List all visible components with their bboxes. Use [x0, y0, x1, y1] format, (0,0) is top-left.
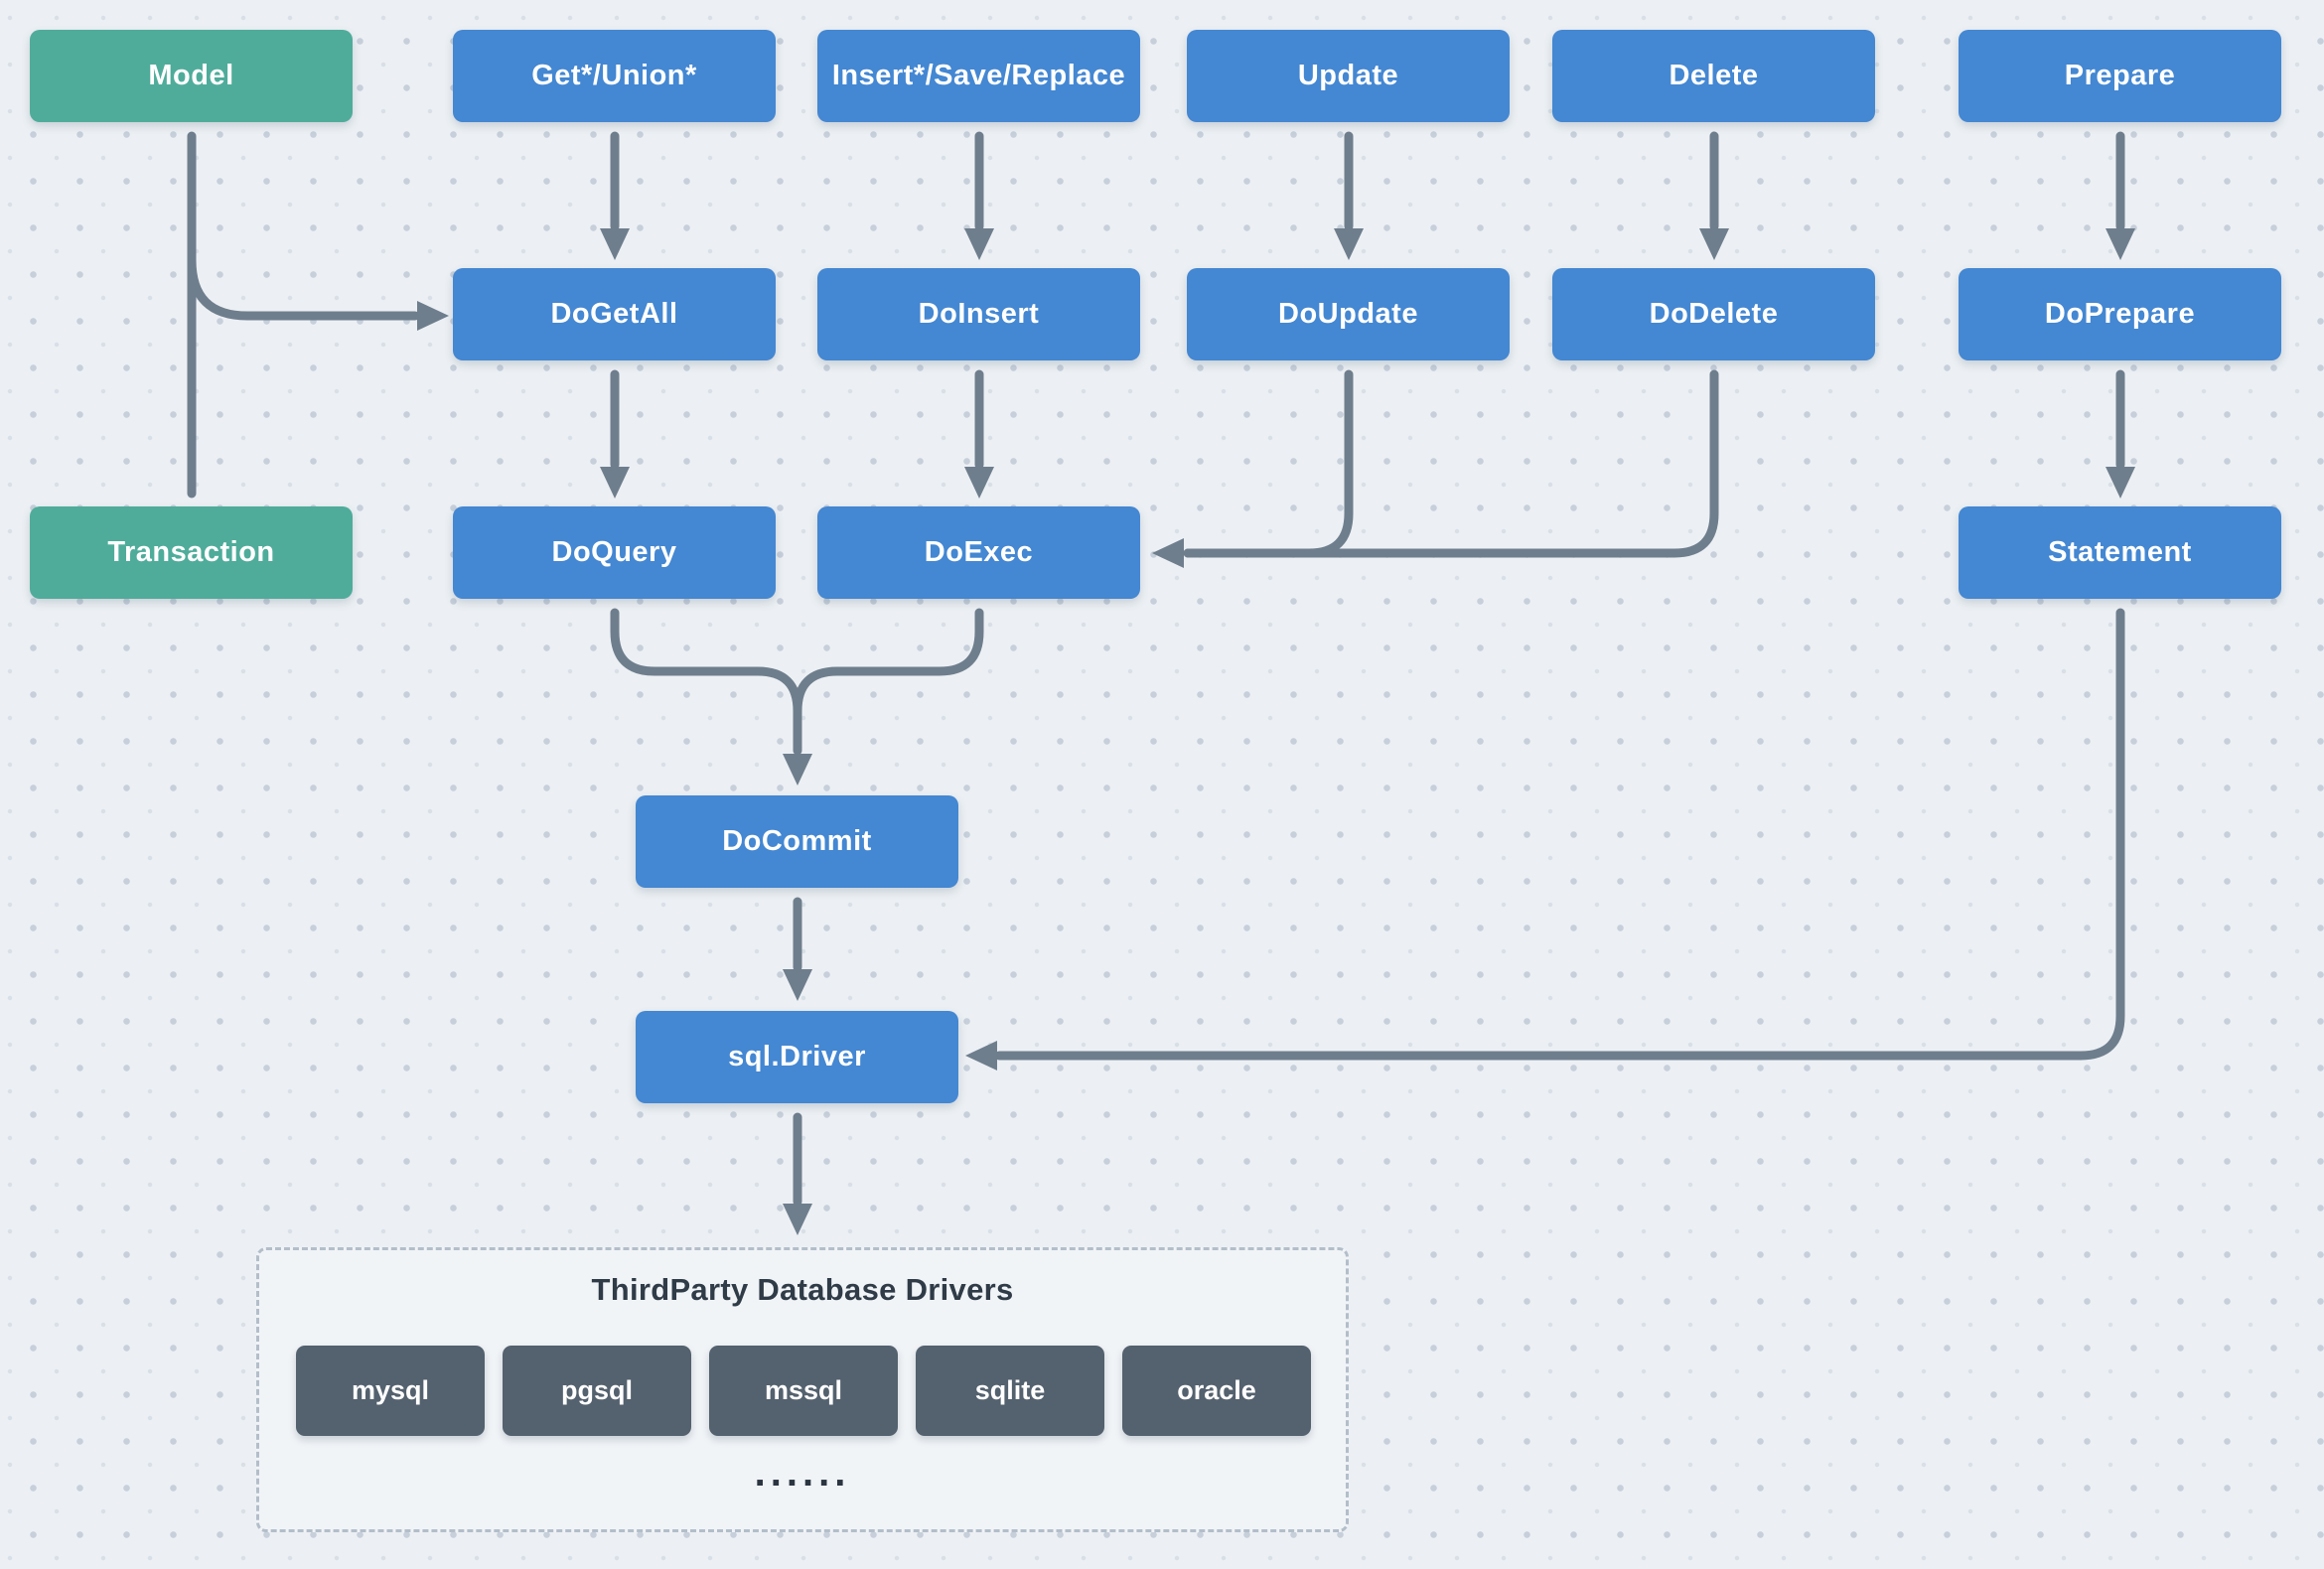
- drivers-row: mysql pgsql mssql sqlite oracle: [296, 1346, 1311, 1436]
- node-insert-save-replace: Insert*/Save/Replace: [817, 30, 1140, 122]
- node-sql-driver: sql.Driver: [636, 1011, 958, 1103]
- edge-getunion-dogetall: [600, 131, 630, 260]
- node-prepare: Prepare: [1959, 30, 2281, 122]
- node-do-prepare: DoPrepare: [1959, 268, 2281, 360]
- node-do-delete: DoDelete: [1552, 268, 1875, 360]
- edge-doexec-docommit: [783, 608, 984, 785]
- driver-oracle: oracle: [1122, 1346, 1311, 1436]
- node-do-query: DoQuery: [453, 506, 776, 599]
- node-do-exec: DoExec: [817, 506, 1140, 599]
- node-transaction: Transaction: [30, 506, 353, 599]
- node-do-commit: DoCommit: [636, 795, 958, 888]
- node-model: Model: [30, 30, 353, 122]
- edge-delete-dodelete: [1699, 131, 1729, 260]
- driver-pgsql: pgsql: [503, 1346, 691, 1436]
- driver-sqlite: sqlite: [916, 1346, 1104, 1436]
- edge-sqldriver-drivers: [783, 1112, 812, 1235]
- node-delete: Delete: [1552, 30, 1875, 122]
- edge-doprepare-statement: [2106, 369, 2135, 499]
- edge-doinsert-doexec: [964, 369, 994, 499]
- node-do-insert: DoInsert: [817, 268, 1140, 360]
- driver-mssql: mssql: [709, 1346, 898, 1436]
- node-do-get-all: DoGetAll: [453, 268, 776, 360]
- node-update: Update: [1187, 30, 1510, 122]
- node-do-update: DoUpdate: [1187, 268, 1510, 360]
- edge-update-doupdate: [1334, 131, 1364, 260]
- edge-docommit-sqldriver: [783, 897, 812, 1001]
- edge-doupdate-doexec: [1183, 369, 1354, 558]
- edge-insert-doinsert: [964, 131, 994, 260]
- edge-dodelete-doexec: [1152, 369, 1719, 568]
- edge-doquery-docommit: [610, 608, 802, 756]
- node-get-union: Get*/Union*: [453, 30, 776, 122]
- third-party-drivers-title: ThirdParty Database Drivers: [591, 1272, 1014, 1307]
- edge-model-dogetall: [187, 251, 449, 331]
- driver-mysql: mysql: [296, 1346, 485, 1436]
- drivers-ellipsis: ......: [754, 1451, 851, 1495]
- node-statement: Statement: [1959, 506, 2281, 599]
- edge-dogetall-doquery: [600, 369, 630, 499]
- edge-prepare-doprepare: [2106, 131, 2135, 260]
- third-party-drivers-group: ThirdParty Database Drivers mysql pgsql …: [256, 1247, 1349, 1532]
- edge-statement-sqldriver: [965, 608, 2125, 1070]
